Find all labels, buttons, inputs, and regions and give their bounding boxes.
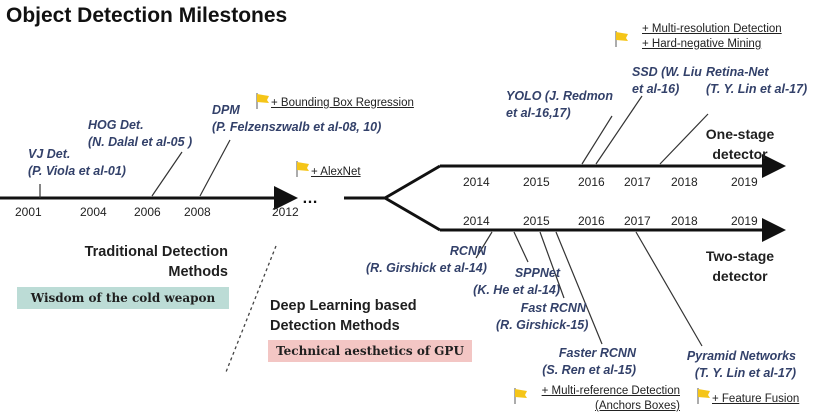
method-ssd: SSD (W. Liu et al-16) [632,64,702,98]
deep-learning-header-line1: Deep Learning based [270,298,417,314]
method-yolo: YOLO (J. Redmon et al-16,17) [506,88,613,122]
note-text: + Bounding Box Regression [271,97,414,109]
year-tick: 2016 [578,175,605,189]
one-stage-branch [384,164,441,200]
two-stage-branch [384,196,441,232]
year-tick: 2012 [272,205,299,219]
note-text: + AlexNet [311,166,361,178]
note-alexnet: + AlexNet [311,165,361,180]
method-citation: et al-16,17) [506,106,571,120]
dpm-connector [199,139,231,197]
one-stage-label: One-stage detector [700,124,780,164]
deep-learning-header: Deep Learning based Detection Methods [270,296,417,336]
note-text: + Multi-reference Detection [541,385,680,397]
note-text: + Multi-resolution Detection [642,23,782,35]
method-citation: et al-16) [632,82,680,96]
method-citation: (T. Y. Lin et al-17) [706,82,808,96]
traditional-header-line1: Traditional Detection [84,244,228,260]
method-citation: (R. Girshick-15) [496,318,589,332]
two-stage-label-line1: Two-stage [705,248,775,264]
method-name: Pyramid Networks [686,349,796,363]
method-citation: (N. Dalal et al-05 ) [88,135,193,149]
flag-icon [615,31,628,47]
year-tick: 2016 [578,214,605,228]
deep-learning-badge: Technical aesthetics of GPU [268,340,472,362]
method-sppnet: SPPNet (K. He et al-14) [456,265,560,299]
method-name: DPM [212,103,240,117]
year-tick: 2014 [463,175,490,189]
ellipsis: … [302,190,318,207]
note-multi-reference: + Multi-reference Detection (Anchors Box… [540,384,680,414]
year-tick: 2014 [463,214,490,228]
method-citation: (P. Viola et al-01) [28,164,126,178]
year-tick: 2015 [523,214,550,228]
hog-connector [151,151,183,197]
note-text: + Feature Fusion [712,393,800,405]
year-tick: 2004 [80,205,107,219]
method-name: HOG Det. [88,118,144,132]
method-name: Fast RCNN [520,301,586,315]
method-name: SSD (W. Liu [632,65,702,79]
divider-dashed-line [225,245,277,373]
method-hog: HOG Det. (N. Dalal et al-05 ) [88,117,192,151]
one-stage-label-line2: detector [712,146,768,162]
method-pyramid: Pyramid Networks (T. Y. Lin et al-17) [676,348,796,382]
method-citation: (K. He et al-14) [473,283,560,297]
year-tick: 2018 [671,175,698,189]
year-tick: 2015 [523,175,550,189]
year-tick: 2001 [15,205,42,219]
method-name: Retina-Net [706,65,769,79]
method-citation: (R. Girshick et al-14) [366,261,487,275]
ssd-connector [595,95,643,165]
note-text: (Anchors Boxes) [594,400,680,412]
year-tick: 2017 [624,214,651,228]
method-rcnn: RCNN (R. Girshick et al-14) [366,243,487,277]
note-feature-fusion: + Feature Fusion [712,392,799,407]
method-name: YOLO (J. Redmon [506,89,613,103]
flag-icon [256,93,269,109]
year-tick: 2019 [731,214,758,228]
flag-icon [296,161,309,177]
traditional-header-line2: Methods [168,264,228,280]
fastrcnn-connector [539,231,565,299]
fasterrcnn-connector [555,231,603,345]
method-retinanet: Retina-Net (T. Y. Lin et al-17) [706,64,807,98]
flag-icon [697,388,710,404]
method-vj: VJ Det. (P. Viola et al-01) [28,146,126,180]
note-multi-resolution: + Multi-resolution Detection + Hard-nega… [642,22,782,52]
method-fastrcnn: Fast RCNN (R. Girshick-15) [496,300,589,334]
yolo-connector [581,115,613,165]
year-tick: 2018 [671,214,698,228]
two-stage-label-line2: detector [712,268,768,284]
retinanet-connector [659,113,709,165]
pyramid-connector [635,231,703,347]
rcnn-connector [475,231,493,259]
method-name: VJ Det. [28,147,71,161]
one-stage-label-line1: One-stage [705,126,775,142]
year-tick: 2008 [184,205,211,219]
page-title: Object Detection Milestones [6,4,288,27]
year-tick: 2017 [624,175,651,189]
year-tick: 2019 [731,175,758,189]
sppnet-connector [513,231,529,263]
method-citation: (T. Y. Lin et al-17) [694,366,796,380]
method-name: SPPNet [514,266,560,280]
note-bbox-regression: + Bounding Box Regression [271,96,414,111]
method-fasterrcnn: Faster RCNN (S. Ren et al-15) [524,345,636,379]
deep-learning-header-line2: Detection Methods [270,318,400,334]
method-citation: (P. Felzenszwalb et al-08, 10) [212,120,382,134]
method-dpm: DPM (P. Felzenszwalb et al-08, 10) [212,102,381,136]
method-name: RCNN [449,244,486,258]
flag-icon [514,388,527,404]
method-name: Faster RCNN [558,346,636,360]
note-text: + Hard-negative Mining [642,38,762,50]
year-tick: 2006 [134,205,161,219]
two-stage-label: Two-stage detector [700,246,780,286]
method-citation: (S. Ren et al-15) [542,363,636,377]
traditional-badge: Wisdom of the cold weapon [17,287,229,309]
traditional-header: Traditional Detection Methods [60,242,228,282]
